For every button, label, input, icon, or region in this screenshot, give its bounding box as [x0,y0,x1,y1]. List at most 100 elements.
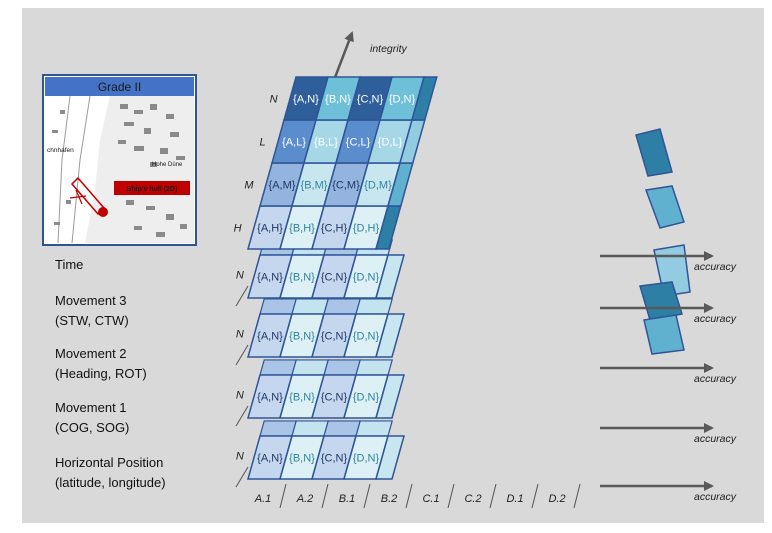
grid-cell-label: {C,L} [346,137,371,149]
row-label-l: M [244,180,254,192]
accuracy-label: accuracy [694,491,737,503]
row-label-h: N [270,94,278,106]
label-movement-1: Movement 1 (COG, SOG) [55,400,130,435]
grid-cell-label: {A,H} [257,223,283,235]
thumbnail-header [45,77,194,96]
stack-tick [235,405,249,427]
row-label-n: H [234,223,242,235]
x-tick-label: D.2 [548,493,565,505]
stack-cell-label: {A,N} [257,331,283,343]
grid-cell-label: {C,M} [332,180,360,192]
grid-cell-label: {B,L} [314,137,338,149]
x-tick-mark [279,483,287,509]
grade-thumbnail: Grade II chnhafen Hohe Düne [42,74,197,246]
side-panel [643,314,685,355]
x-tick-mark [489,483,497,509]
stack-cell-label: {B,N} [289,272,315,284]
stack-side-cell [375,254,405,299]
stack-tick [235,285,249,307]
stack-tick [235,466,249,488]
stack-side-cell [375,374,405,419]
x-tick-label: A.2 [296,493,314,505]
stack-back-cell [259,298,297,315]
stack-row-label: N [236,328,244,340]
stack-cell-label: {B,N} [289,392,315,404]
stack-back-cell [323,420,361,437]
stack-cell-label: {A,N} [257,272,283,284]
stack-back-cell [291,420,329,437]
stack-back-cell [323,359,361,376]
stack-back-cell [259,420,297,437]
stack-row-label: N [236,450,244,462]
stack-cell-label: {C,N} [321,331,348,343]
map-label-1: chnhafen [47,147,74,154]
grid-cell-label: {D,H} [353,223,380,235]
grid-cell-label: {B,N} [325,94,351,106]
grid-layer: {A,N} {B,N} {C,N} {D,N} N {A,N} {B,N} {C,N} {D,N… [234,76,737,509]
thumbnail-title: Grade II [98,80,141,94]
ship-label: Ship's hull (2D) [127,186,178,193]
x-tick-label: C.1 [422,493,439,505]
grid-cell-label: {A,L} [282,137,306,149]
stack-cell-label: {C,N} [321,272,348,284]
stack-side-cell [375,435,405,480]
label-movement-2: Movement 2 (Heading, ROT) [55,346,147,381]
map-label-2: Hohe Düne [152,162,183,168]
stack-back-cell [355,420,393,437]
side-panel [635,128,673,177]
stack-cell-label: {C,N} [321,453,348,465]
ship-hull-marker: Ship's hull (2D) [69,176,190,217]
label-time: Time [55,257,83,272]
stack-back-cell [323,298,361,315]
stack-back-cell [355,298,393,315]
stack-tick [235,344,249,366]
x-tick-label: C.2 [464,493,481,505]
stack-cell-label: {D,N} [353,331,380,343]
accuracy-label: accuracy [694,373,737,385]
x-tick-mark [363,483,371,509]
x-tick-mark [447,483,455,509]
side-panel [644,185,685,229]
accuracy-label: accuracy [694,261,737,273]
label-horizontal-position: Horizontal Position (latitude, longitude… [55,455,167,490]
x-tick-label: D.1 [506,493,523,505]
label-movement-3: Movement 3 (STW, CTW) [55,293,130,328]
x-tick-mark [321,483,329,509]
stack-cell-label: {B,N} [289,453,315,465]
stack-cell-label: {C,N} [321,392,348,404]
integrity-label: integrity [370,43,408,55]
ship-hull-outline [70,176,106,216]
map-image: chnhafen Hohe Düne [45,95,194,244]
grid-cell-label: {C,N} [357,94,384,106]
stack-row-label: N [236,269,244,281]
layer-labels: Time Movement 3 (STW, CTW) Movement 2 (H… [55,257,167,490]
x-tick-mark [573,483,581,509]
stack-back-cell [355,359,393,376]
x-tick-mark [531,483,539,509]
stack-back-cell [259,359,297,376]
accuracy-label: accuracy [694,433,737,445]
ship-label-box [114,181,190,195]
grid-cell-label: {A,N} [293,94,319,106]
grid-cell-label: {D,N} [389,94,416,106]
x-tick-label: B.2 [381,493,398,505]
ship-axis-lines [69,189,87,205]
stack-cell-label: {A,N} [257,392,283,404]
stack-side-cell [375,313,405,358]
grid-cell-label: {D,M} [364,180,392,192]
grid-cell-label: {B,H} [289,223,315,235]
stack-row-label: N [236,389,244,401]
x-tick-mark [405,483,413,509]
grid-side-cell [411,76,438,121]
stack-cell-label: {A,N} [257,453,283,465]
accuracy-label: accuracy [694,313,737,325]
row-label-m: L [259,137,265,149]
grid-cell-label: {D,L} [378,137,403,149]
stack-cell-label: {D,N} [353,272,380,284]
stack-cell-label: {D,N} [353,392,380,404]
stack-cell-label: {D,N} [353,453,380,465]
stack-back-cell [291,359,329,376]
stack-back-cell [291,298,329,315]
grid-cell-label: {B,M} [301,180,328,192]
